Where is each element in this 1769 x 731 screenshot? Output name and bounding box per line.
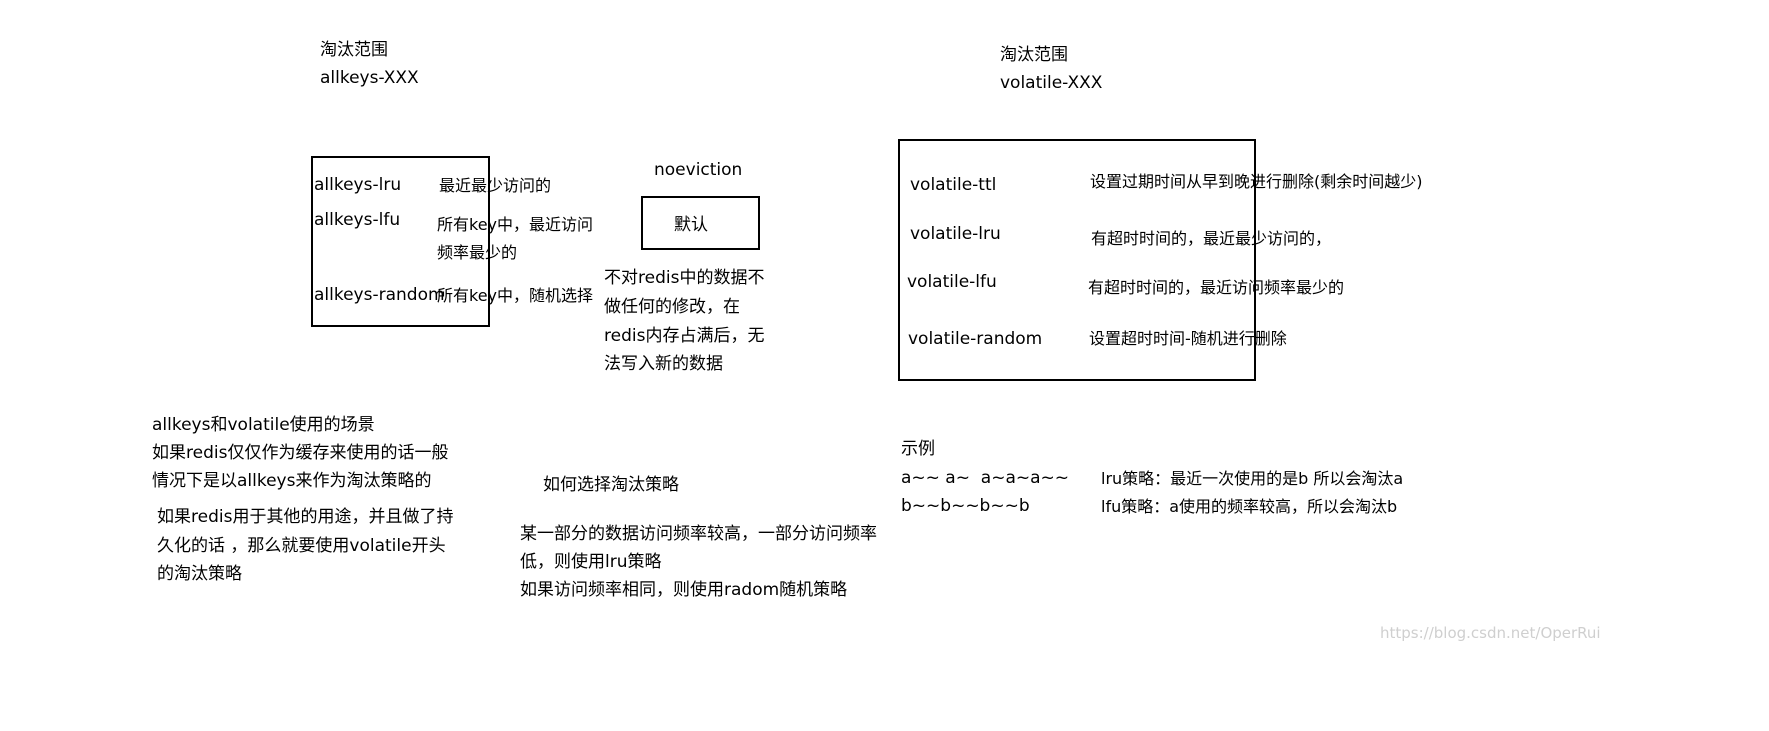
watermark: https://blog.csdn.net/OperRui bbox=[1380, 624, 1601, 642]
allkeys-random-desc: 所有key中，随机选择 bbox=[437, 286, 594, 305]
choose-title: 如何选择淘汰策略 bbox=[543, 475, 679, 495]
choose-line2: 低，则使用lru策略 bbox=[520, 552, 662, 572]
scenario-line3: 情况下是以allkeys来作为淘汰策略的 bbox=[152, 471, 432, 491]
allkeys-lfu-desc: 所有key中，最近访问 bbox=[437, 215, 594, 234]
allkeys-random-label: allkeys-random bbox=[314, 285, 445, 305]
example-seq-a: a~~ a~ a~a~a~~ bbox=[901, 468, 1070, 488]
noeviction-desc-line4: 法写入新的数据 bbox=[604, 354, 723, 374]
noeviction-label: noeviction bbox=[654, 160, 743, 180]
allkeys-box bbox=[311, 156, 490, 327]
right-scope-title: 淘汰范围 bbox=[1000, 45, 1068, 65]
noeviction-desc-line3: redis内存占满后，无 bbox=[604, 326, 765, 346]
scenario2-line2: 久化的话 ，那么就要使用volatile开头 bbox=[157, 536, 446, 556]
noeviction-box-text: 默认 bbox=[674, 215, 708, 235]
noeviction-box bbox=[641, 196, 760, 250]
example-lru: lru策略：最近一次使用的是b 所以会淘汰a bbox=[1101, 469, 1404, 488]
allkeys-lru-desc: 最近最少访问的 bbox=[439, 176, 552, 195]
scenario2-line3: 的淘汰策略 bbox=[157, 564, 242, 584]
allkeys-lfu-label: allkeys-lfu bbox=[314, 210, 401, 230]
volatile-box bbox=[898, 139, 1256, 381]
scenario-line1: allkeys和volatile使用的场景 bbox=[152, 415, 375, 435]
right-scope-subtitle: volatile-XXX bbox=[1000, 73, 1103, 93]
volatile-lfu-desc: 有超时时间的，最近访问频率最少的 bbox=[1088, 278, 1345, 297]
noeviction-desc-line1: 不对redis中的数据不 bbox=[604, 268, 765, 288]
left-scope-title: 淘汰范围 bbox=[320, 40, 388, 60]
volatile-lru-label: volatile-lru bbox=[910, 224, 1001, 244]
example-lfu: lfu策略：a使用的频率较高，所以会淘汰b bbox=[1101, 497, 1398, 516]
example-seq-b: b~~b~~b~~b bbox=[901, 496, 1030, 516]
allkeys-lfu-desc-line2: 频率最少的 bbox=[437, 243, 518, 262]
choose-line3: 如果访问频率相同，则使用radom随机策略 bbox=[520, 580, 848, 600]
volatile-lfu-label: volatile-lfu bbox=[907, 272, 997, 292]
volatile-ttl-desc: 设置过期时间从早到晚进行删除(剩余时间越少) bbox=[1090, 172, 1423, 191]
allkeys-lru-label: allkeys-lru bbox=[314, 175, 402, 195]
volatile-lru-desc: 有超时时间的，最近最少访问的， bbox=[1091, 229, 1332, 248]
volatile-ttl-label: volatile-ttl bbox=[910, 175, 997, 195]
scenario-line2: 如果redis仅仅作为缓存来使用的话一般 bbox=[152, 443, 449, 463]
volatile-random-desc: 设置超时时间-随机进行删除 bbox=[1089, 329, 1287, 348]
noeviction-desc-line2: 做任何的修改，在 bbox=[604, 297, 740, 317]
example-title: 示例 bbox=[901, 439, 935, 459]
left-scope-subtitle: allkeys-XXX bbox=[320, 68, 419, 88]
scenario2-line1: 如果redis用于其他的用途，并且做了持 bbox=[157, 507, 454, 527]
volatile-random-label: volatile-random bbox=[908, 329, 1043, 349]
choose-line1: 某一部分的数据访问频率较高，一部分访问频率 bbox=[520, 524, 877, 544]
